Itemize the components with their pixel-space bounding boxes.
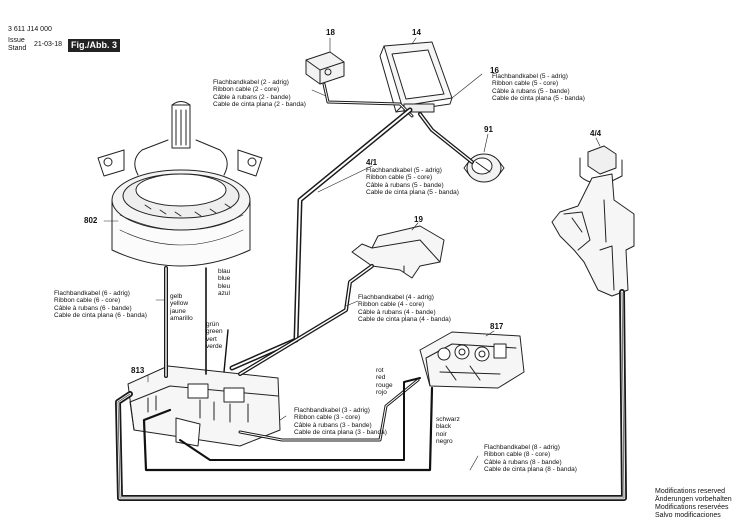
caption-ribbon-3-core: Flachbandkabel (3 - adrig) Ribbon cable … [294, 407, 387, 437]
caption-line: Câble à rubans (8 - bande) [484, 458, 562, 466]
wire-label-line: blau [218, 268, 231, 275]
part-number-4-1: 4/1 [366, 158, 378, 167]
caption-line: Cable de cinta plana (2 - banda) [213, 101, 306, 109]
caption-line: Cable de cinta plana (5 - banda) [492, 95, 585, 103]
caption-line: Câble à rubans (2 - bande) [213, 93, 291, 101]
wire-label-line: negro [436, 438, 453, 446]
part-number-14: 14 [412, 28, 421, 37]
part-number-4-4: 4/4 [590, 129, 602, 138]
part-number-16: 16 [490, 66, 499, 75]
ribbon-cables [115, 82, 627, 501]
caption-line: Ribbon cable (8 - core) [484, 451, 551, 459]
wire-label-line: noir [436, 430, 447, 438]
wire-label-line: rouge [376, 381, 393, 389]
caption-line: Câble à rubans (5 - bande) [366, 181, 444, 189]
caption-line: Cable de cinta plana (4 - banda) [358, 316, 451, 324]
modifications-note: Modifications reserved Änderungen vorbeh… [655, 488, 732, 520]
part-813-drawing [127, 365, 281, 447]
wire-label-line: azul [218, 290, 230, 298]
caption-line: Cable de cinta plana (3 - banda) [294, 429, 387, 437]
caption-line: Ribbon cable (6 - core) [54, 297, 121, 305]
caption-line: Câble à rubans (5 - bande) [492, 87, 570, 95]
part-number-817: 817 [490, 322, 504, 331]
part-4-4-drawing [551, 145, 635, 297]
part-91-drawing [463, 153, 505, 183]
wire-label-line: blue [218, 275, 231, 283]
caption-line: Cable de cinta plana (6 - banda) [54, 312, 147, 320]
wire-label-line: rojo [376, 389, 387, 397]
wire-label-line: verde [206, 343, 223, 351]
caption-line: Flachbandkabel (6 - adrig) [54, 290, 130, 297]
caption-ribbon-8-core: Flachbandkabel (8 - adrig) Ribbon cable … [484, 444, 577, 474]
part-number-91: 91 [484, 125, 493, 134]
wire-label-line: black [436, 423, 452, 431]
caption-ribbon-6-core: Flachbandkabel (6 - adrig) Ribbon cable … [54, 290, 147, 320]
wire-label-black: schwarz black noir negro [436, 416, 460, 446]
single-wires [142, 267, 434, 472]
motor-802-drawing [97, 101, 263, 267]
wire-label-red: rot red rouge rojo [376, 367, 393, 397]
part-number-18: 18 [326, 28, 335, 37]
wire-label-line: gelb [170, 293, 183, 300]
modifications-line: Modifications reserved [655, 488, 726, 495]
caption-line: Ribbon cable (4 - core) [358, 301, 425, 309]
wire-label-line: bleu [218, 282, 231, 290]
caption-line: Ribbon cable (3 - core) [294, 414, 361, 422]
leader-lines [103, 37, 601, 471]
figure-label: Fig./Abb. 3 [68, 39, 120, 52]
part-number-813: 813 [131, 366, 145, 375]
wire-label-line: schwarz [436, 416, 460, 423]
wire-label-line: red [376, 374, 386, 382]
part-18-drawing [305, 51, 345, 85]
issue-label: Issue [8, 37, 25, 44]
caption-ribbon-5-core-b: Flachbandkabel (5 - adrig) Ribbon cable … [366, 167, 459, 197]
modifications-line: Modifications reservées [655, 504, 729, 511]
caption-line: Cable de cinta plana (5 - banda) [366, 189, 459, 197]
wire-label-green: grün green vert verde [206, 321, 223, 351]
caption-ribbon-5-core-a: Flachbandkabel (5 - adrig) Ribbon cable … [492, 73, 585, 103]
part-14-drawing [379, 41, 453, 113]
caption-line: Flachbandkabel (2 - adrig) [213, 79, 289, 86]
wire-label-line: rot [376, 367, 384, 374]
caption-line: Flachbandkabel (4 - adrig) [358, 294, 434, 301]
wire-label-line: amarillo [170, 315, 193, 323]
modifications-line: Salvo modificaciones [655, 512, 721, 519]
issue-date: 21-03-18 [34, 41, 63, 48]
wire-label-line: grün [206, 321, 220, 328]
stand-label: Stand [8, 45, 27, 52]
caption-line: Câble à rubans (3 - bande) [294, 421, 372, 429]
caption-line: Flachbandkabel (5 - adrig) [366, 167, 442, 174]
part-19-drawing [351, 225, 445, 279]
wire-label-line: green [206, 328, 223, 336]
caption-line: Câble à rubans (4 - bande) [358, 308, 436, 316]
caption-line: Flachbandkabel (5 - adrig) [492, 73, 568, 80]
wire-label-line: vert [206, 335, 217, 343]
doc-number: 3 611 J14 000 [8, 26, 52, 33]
part-number-802: 802 [84, 216, 98, 225]
caption-ribbon-4-core: Flachbandkabel (4 - adrig) Ribbon cable … [358, 294, 451, 324]
caption-line: Ribbon cable (5 - core) [366, 174, 433, 182]
part-number-19: 19 [414, 215, 423, 224]
wire-label-yellow: gelb yellow jaune amarillo [170, 293, 193, 323]
wire-label-line: yellow [170, 300, 189, 308]
wire-label-blue: blau blue bleu azul [218, 268, 230, 298]
caption-line: Ribbon cable (5 - core) [492, 80, 559, 88]
caption-line: Ribbon cable (2 - core) [213, 86, 280, 94]
wire-label-line: jaune [170, 307, 186, 315]
caption-line: Cable de cinta plana (8 - banda) [484, 466, 577, 474]
caption-line: Flachbandkabel (3 - adrig) [294, 407, 370, 414]
modifications-line: Änderungen vorbehalten [655, 496, 732, 503]
caption-ribbon-2-core: Flachbandkabel (2 - adrig) Ribbon cable … [213, 79, 306, 109]
part-817-drawing [419, 331, 525, 389]
caption-line: Flachbandkabel (8 - adrig) [484, 444, 560, 451]
caption-line: Câble à rubans (6 - bande) [54, 304, 132, 312]
